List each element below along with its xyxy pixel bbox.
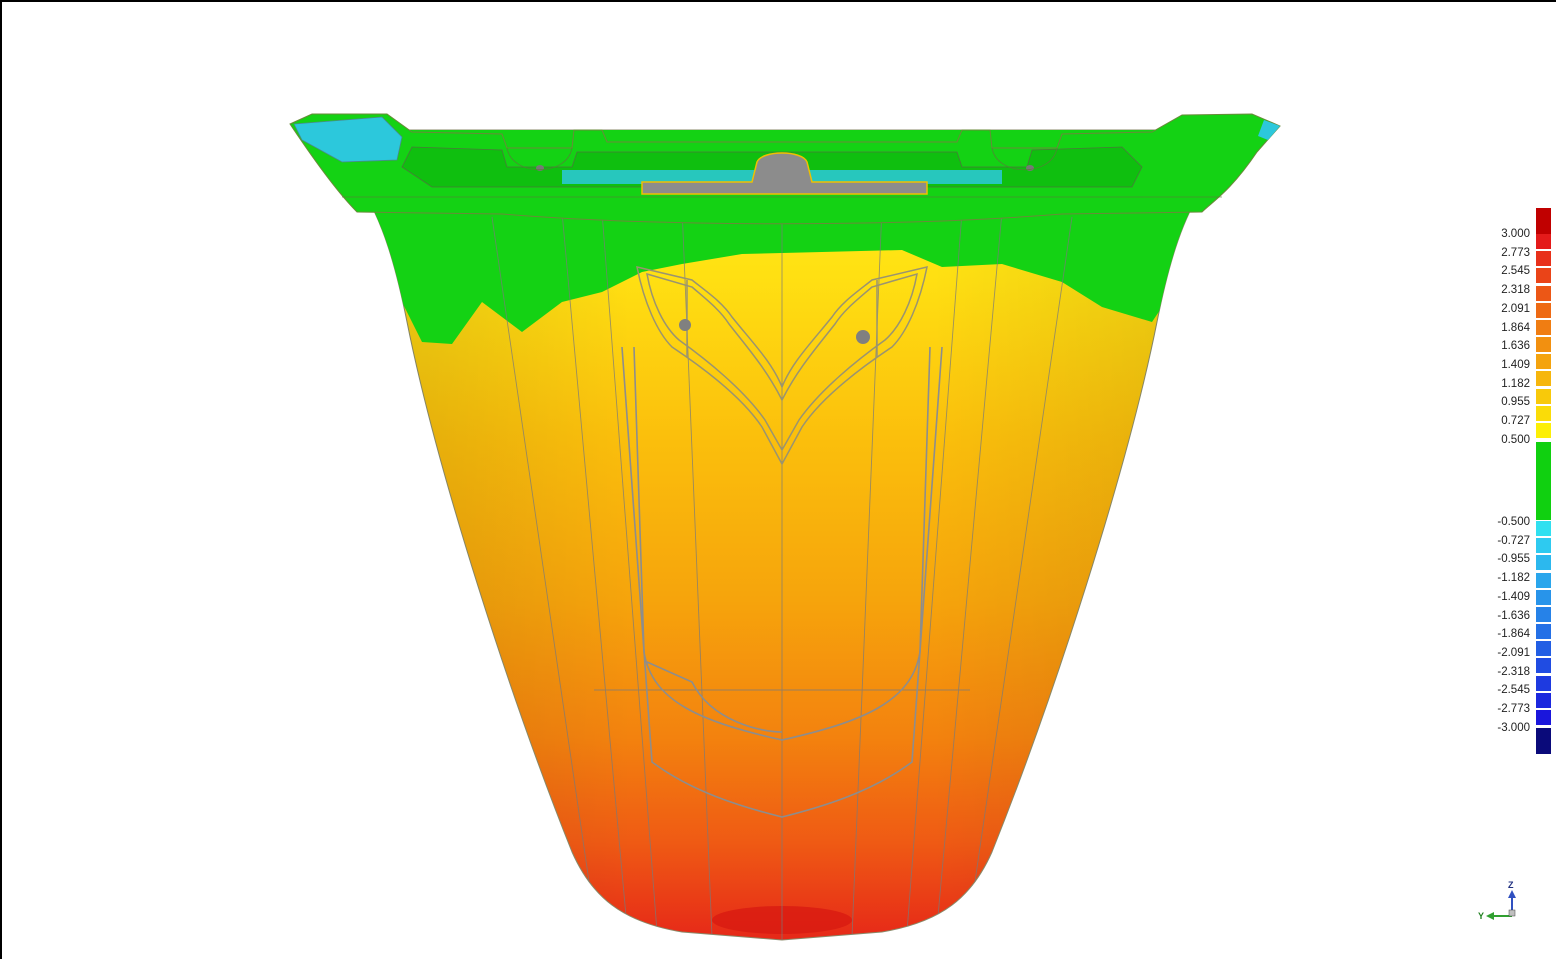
part-body[interactable]: [282, 102, 1282, 959]
legend-label: 2.773: [1501, 247, 1530, 259]
deviation-color-legend: 3.000 2.773 2.545 2.318 2.091 1.864 1.636 1.409…: [1482, 2, 1556, 959]
legend-swatch-positive: [1536, 268, 1551, 283]
legend-label: 0.500: [1501, 434, 1530, 446]
legend-label: 2.318: [1501, 284, 1530, 296]
legend-label: 0.727: [1501, 415, 1530, 427]
axis-triad-icon: Z Y: [1472, 880, 1532, 937]
legend-swatch-positive: [1536, 303, 1551, 318]
triad-y-label: Y: [1478, 911, 1485, 921]
legend-swatch-negative: [1536, 676, 1551, 691]
legend-label: 0.955: [1501, 396, 1530, 408]
legend-swatch-positive: [1536, 320, 1551, 335]
legend-label: -2.773: [1497, 703, 1530, 715]
center-tab: [641, 152, 928, 195]
legend-swatch-negative: [1536, 658, 1551, 673]
legend-swatch-negative: [1536, 521, 1551, 536]
legend-label: -0.727: [1497, 535, 1530, 547]
legend-label: -1.182: [1497, 572, 1530, 584]
legend-label: -3.000: [1497, 722, 1530, 734]
lower-emblem-outline: [621, 346, 943, 818]
legend-swatch-positive: [1536, 389, 1551, 404]
legend-label: -0.500: [1497, 516, 1530, 528]
legend-swatch-positive: [1536, 406, 1551, 421]
legend-swatch-positive: [1536, 423, 1551, 438]
legend-swatch-negative: [1536, 590, 1551, 605]
legend-swatch-negative: [1536, 573, 1551, 588]
legend-label: -0.955: [1497, 553, 1530, 565]
legend-label: 1.409: [1501, 359, 1530, 371]
legend-swatch-negative: [1536, 607, 1551, 622]
legend-label: -2.091: [1497, 647, 1530, 659]
legend-label: -2.318: [1497, 666, 1530, 678]
legend-swatch-positive: [1536, 354, 1551, 369]
triad-z-label: Z: [1508, 880, 1514, 890]
legend-swatch-in-tolerance: [1536, 442, 1551, 520]
legend-label: 1.864: [1501, 322, 1530, 334]
legend-swatch-negative: [1536, 641, 1551, 656]
legend-swatch-negative: [1536, 710, 1551, 725]
hole-left: [679, 319, 691, 331]
legend-label: -1.636: [1497, 610, 1530, 622]
legend-swatch-positive: [1536, 371, 1551, 386]
legend-swatch-negative: [1536, 555, 1551, 570]
legend-label: -1.864: [1497, 628, 1530, 640]
legend-label: -2.545: [1497, 684, 1530, 696]
legend-label: 2.545: [1501, 265, 1530, 277]
legend-label: 2.091: [1501, 303, 1530, 315]
legend-label: -1.409: [1497, 591, 1530, 603]
legend-label: 3.000: [1501, 228, 1530, 240]
hole-right: [856, 330, 870, 344]
legend-swatch-negative: [1536, 624, 1551, 639]
legend-swatch-positive: [1536, 286, 1551, 301]
legend-label: 1.182: [1501, 378, 1530, 390]
legend-swatch-negative: [1536, 538, 1551, 553]
legend-swatch-under: [1536, 728, 1551, 754]
legend-swatch-positive: [1536, 251, 1551, 266]
legend-swatch-negative: [1536, 693, 1551, 708]
wing-emblem-outline: [636, 266, 928, 466]
legend-swatch-over: [1536, 208, 1551, 234]
part-top-flange[interactable]: [289, 113, 1281, 225]
legend-swatch-positive: [1536, 337, 1551, 352]
legend-swatch-positive: [1536, 234, 1551, 249]
legend-label: 1.636: [1501, 340, 1530, 352]
